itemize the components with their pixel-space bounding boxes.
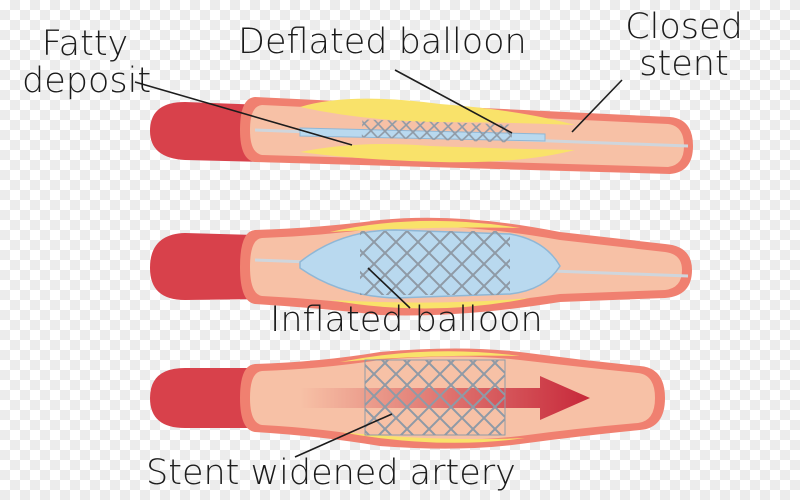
leader-fatty-deposit bbox=[134, 81, 353, 146]
leader-deflated-balloon bbox=[394, 69, 513, 134]
label-deflated-balloon: Deflated balloon bbox=[238, 22, 527, 62]
fatty-deposit-top bbox=[340, 351, 520, 362]
label-fatty-deposit: Fatty deposit bbox=[22, 24, 152, 101]
artery-deflated bbox=[150, 97, 693, 174]
fatty-deposit-bottom bbox=[340, 432, 525, 443]
expanded-stent bbox=[360, 231, 510, 295]
fatty-deposit-top bbox=[300, 98, 575, 125]
fatty-deposit-bottom bbox=[300, 144, 575, 163]
leader-stent-widened bbox=[294, 413, 393, 458]
fatty-deposit-top bbox=[330, 220, 520, 232]
widened-stent bbox=[364, 359, 506, 436]
leader-lines bbox=[134, 69, 623, 458]
label-stent-widened-artery: Stent widened artery bbox=[146, 453, 516, 493]
artery-widened bbox=[150, 348, 665, 449]
closed-stent bbox=[361, 119, 513, 143]
fatty-deposit-bottom bbox=[330, 298, 530, 309]
leader-inflated-balloon bbox=[367, 267, 411, 309]
label-inflated-balloon: Inflated balloon bbox=[270, 300, 543, 340]
leader-closed-stent bbox=[571, 79, 623, 133]
label-closed-stent: Closed stent bbox=[625, 7, 743, 84]
artery-inflated bbox=[150, 217, 692, 316]
